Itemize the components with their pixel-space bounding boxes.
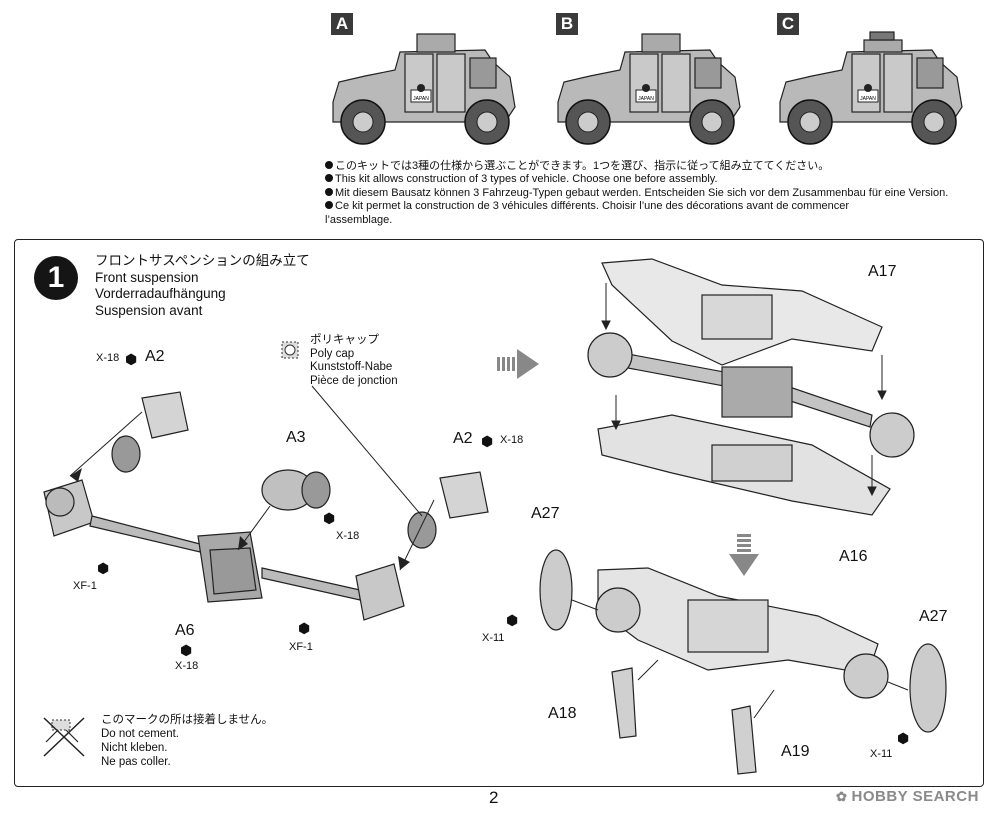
poly-cap-legend: ポリキャップ Poly cap Kunststoff-Nabe Pièce de… [310, 334, 398, 388]
part-a16: A16 [839, 548, 868, 565]
paint-xf1-right: XF-1 [289, 641, 313, 653]
vehicle-c-illustration: JAPAN [779, 31, 963, 145]
hex-paint-icon: ⬢ [298, 620, 311, 636]
variant-notes: このキットでは3種の仕様から選ぶことができます。1つを選び、指示に従って組み立て… [325, 160, 985, 227]
paint-x18-a2-right: X-18 [500, 434, 524, 446]
part-a27-left: A27 [531, 505, 560, 522]
step-frame [14, 239, 984, 787]
front-suspension-exploded-diagram [43, 385, 489, 621]
watermark-text: HOBBY SEARCH [851, 788, 979, 805]
vehicle-a-illustration: JAPAN [332, 33, 516, 145]
bullet-icon [325, 187, 333, 196]
down-arrow-icon [729, 534, 759, 576]
watermark: ✿ HOBBY SEARCH [836, 788, 979, 805]
hex-paint-icon: ⬢ [897, 730, 910, 746]
no-cement-fr: Ne pas coller. [101, 756, 171, 768]
note-en: This kit allows construction of 3 types … [335, 173, 718, 186]
poly-cap-icon [281, 341, 299, 359]
variant-a-label: A [331, 13, 353, 35]
vehicle-c-door-text: JAPAN [860, 96, 876, 102]
part-a17: A17 [868, 263, 897, 280]
step-title: フロントサスペンションの組み立て Front suspension Vorder… [95, 253, 310, 319]
no-cement-de: Nicht kleben. [101, 742, 168, 754]
step-title-de: Vorderradaufhängung [95, 286, 226, 301]
hex-paint-icon: ⬢ [97, 560, 110, 576]
step-title-en: Front suspension [95, 269, 199, 285]
paint-x18-a2-left: X-18 [96, 352, 120, 364]
note-fr-cont: l’assemblage. [325, 213, 393, 226]
step-number-badge: 1 [34, 256, 78, 300]
part-a2-left: A2 [145, 348, 165, 365]
paint-x11-left: X-11 [482, 632, 505, 644]
vehicle-a-door-text: JAPAN [413, 96, 429, 102]
hex-paint-icon: ⬢ [323, 510, 336, 526]
suspension-final-assembly-diagram [539, 549, 947, 775]
paint-xf1-left: XF-1 [73, 580, 97, 592]
note-de: Mit diesem Bausatz können 3 Fahrzeug-Typ… [335, 186, 949, 199]
part-a3: A3 [286, 429, 306, 446]
hex-paint-icon: ⬢ [125, 351, 138, 367]
hex-paint-icon: ⬢ [506, 612, 519, 628]
part-a18: A18 [548, 705, 577, 722]
no-cement-icon [43, 717, 85, 757]
poly-cap-de: Kunststoff-Nabe [310, 361, 393, 373]
part-a19: A19 [781, 743, 810, 760]
hex-paint-icon: ⬢ [481, 433, 494, 449]
suspension-chassis-assembly-diagram [587, 258, 915, 516]
no-cement-en: Do not cement. [101, 728, 179, 740]
bullet-icon [325, 174, 333, 183]
bullet-icon [325, 201, 333, 210]
paint-x18-a3: X-18 [336, 530, 360, 542]
paint-x18-a6: X-18 [175, 660, 199, 672]
vehicle-b-illustration: JAPAN [557, 33, 741, 145]
poly-cap-fr: Pièce de jonction [310, 374, 398, 387]
paint-x11-right: X-11 [870, 748, 893, 760]
poly-cap-jp: ポリキャップ [310, 334, 379, 346]
variant-c-label: C [777, 13, 799, 35]
page-number: 2 [489, 788, 499, 807]
part-a6: A6 [175, 622, 195, 639]
no-cement-legend: このマークの所は接着しません。 Do not cement. Nicht kle… [101, 713, 273, 769]
watermark-logo-icon: ✿ [836, 789, 852, 804]
note-fr: Ce kit permet la construction de 3 véhic… [335, 200, 850, 213]
right-arrow-icon [497, 349, 539, 379]
no-cement-jp: このマークの所は接着しません。 [101, 714, 274, 726]
variant-b-label: B [556, 13, 578, 35]
poly-cap-en: Poly cap [310, 347, 355, 360]
step-title-jp: フロントサスペンションの組み立て [95, 253, 310, 268]
step-title-fr: Suspension avant [95, 302, 203, 318]
vehicle-b-door-text: JAPAN [638, 96, 654, 102]
hex-paint-icon: ⬢ [180, 642, 193, 658]
bullet-icon [325, 161, 333, 169]
note-jp: このキットでは3種の仕様から選ぶことができます。1つを選び、指示に従って組み立て… [335, 160, 830, 172]
part-a2-right: A2 [453, 430, 473, 447]
part-a27-right: A27 [919, 608, 948, 625]
